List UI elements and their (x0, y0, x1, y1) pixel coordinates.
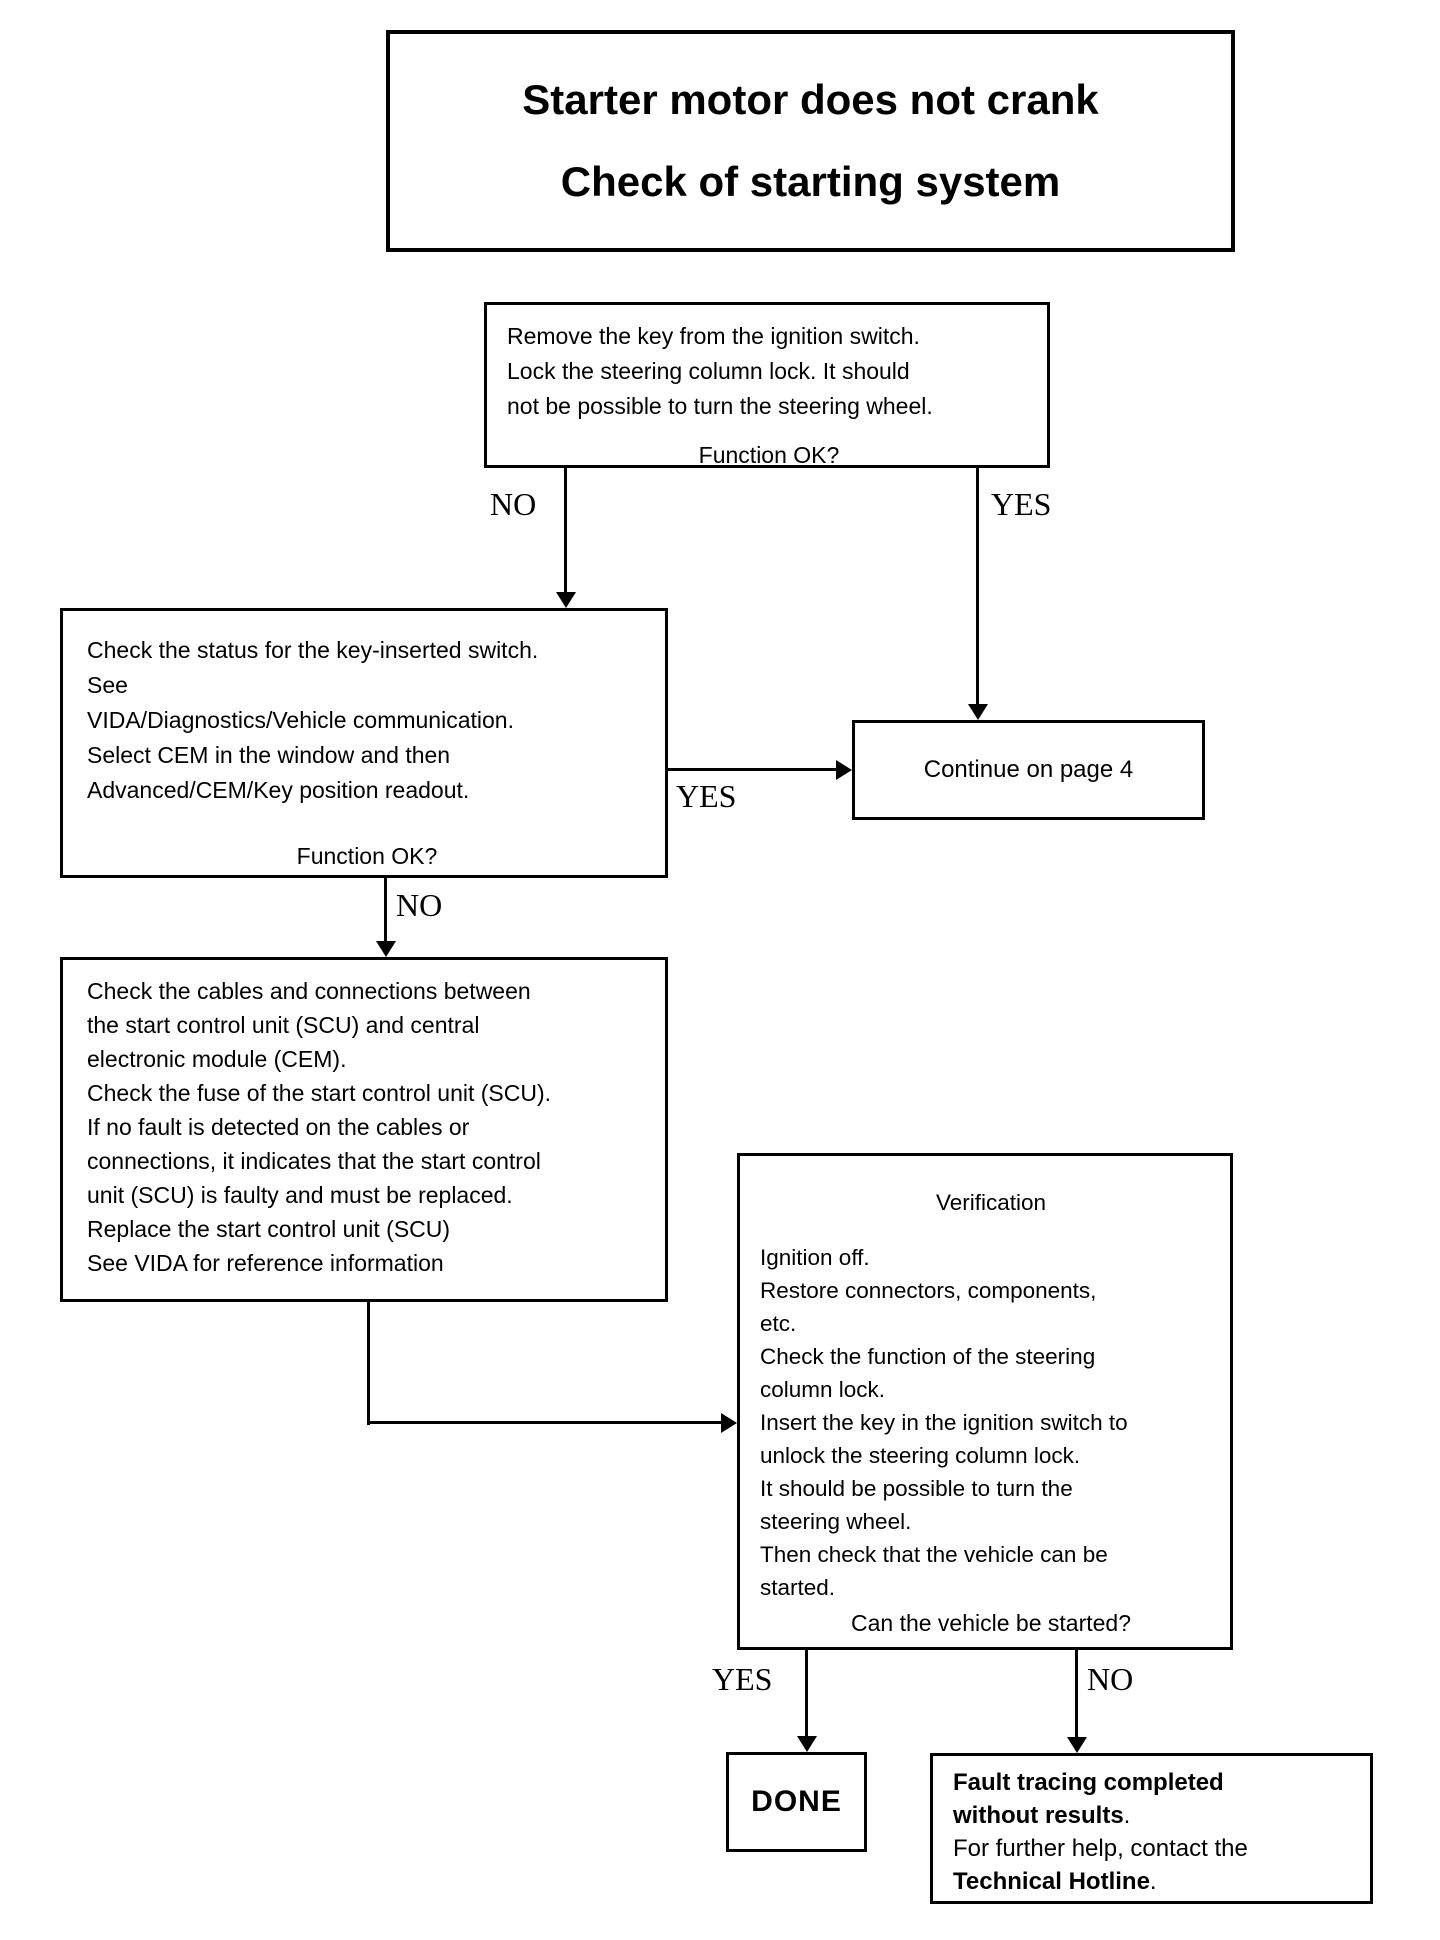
title-line-2: Check of starting system (560, 158, 1061, 205)
text-line: unlock the steering column lock. (760, 1443, 1081, 1468)
step-check-cables-box: Check the cables and connections between… (60, 957, 668, 1302)
connector-elbow-horizontal-line (367, 1421, 729, 1424)
text-line: Then check that the vehicle can be (760, 1542, 1108, 1567)
decision-question: Function OK? (698, 442, 840, 468)
connector-no-2-line (384, 878, 387, 949)
text-line: not be possible to turn the steering whe… (507, 393, 933, 419)
text-line: Remove the key from the ignition switch. (507, 323, 920, 349)
text-line: Advanced/CEM/Key position readout. (87, 777, 470, 803)
continue-label: Continue on page 4 (923, 756, 1134, 783)
text-line: the start control unit (SCU) and central (87, 1012, 480, 1038)
arrowhead-down-no-2 (376, 941, 396, 957)
decision-question: Function OK? (296, 843, 438, 869)
edge-label-no-2: NO (396, 887, 443, 923)
done-label: DONE (751, 1785, 842, 1818)
arrowhead-down-no-1 (556, 592, 576, 608)
text-line: electronic module (CEM). (87, 1046, 347, 1072)
connector-no-3-line (1075, 1650, 1078, 1745)
edge-label-no-1: NO (490, 486, 537, 522)
fault-tracing-box: Fault tracing completed without results.… (930, 1753, 1373, 1904)
text-line: Lock the steering column lock. It should (507, 358, 910, 384)
connector-elbow-vertical-line (367, 1302, 370, 1425)
text-line: Check the status for the key-inserted sw… (87, 637, 539, 663)
text-line: Select CEM in the window and then (87, 742, 451, 768)
connector-no-1-line (564, 468, 567, 600)
edge-label-yes-1: YES (991, 486, 1052, 522)
text-line: Insert the key in the ignition switch to (760, 1410, 1128, 1435)
text-line: Check the fuse of the start control unit… (87, 1080, 552, 1106)
fault-line-2-tail: . (1123, 1802, 1131, 1829)
fault-line-3: For further help, contact the (953, 1835, 1248, 1862)
arrowhead-right-elbow (721, 1413, 737, 1433)
done-box: DONE (726, 1752, 867, 1852)
continue-page4-box: Continue on page 4 (852, 720, 1205, 820)
text-line: VIDA/Diagnostics/Vehicle communication. (87, 707, 514, 733)
fault-line-4-tail: . (1149, 1868, 1157, 1895)
text-line: Replace the start control unit (SCU) (87, 1216, 451, 1242)
text-line: Ignition off. (760, 1245, 870, 1270)
text-line: column lock. (760, 1377, 886, 1402)
connector-yes-2-line (668, 768, 844, 771)
arrowhead-down-no-3 (1067, 1737, 1087, 1753)
text-line: etc. (760, 1311, 797, 1336)
text-line: steering wheel. (760, 1509, 912, 1534)
edge-label-yes-3: YES (712, 1661, 773, 1697)
step-key-inserted-box: Check the status for the key-inserted sw… (60, 608, 668, 878)
fault-line-2: without results (953, 1802, 1124, 1829)
verification-text: Ignition off. Restore connectors, compon… (760, 1241, 1222, 1604)
text-line: Check the function of the steering (760, 1344, 1096, 1369)
title-line-1: Starter motor does not crank (522, 76, 1099, 123)
connector-yes-3-line (805, 1650, 808, 1744)
edge-label-no-3: NO (1087, 1661, 1134, 1697)
title-box: Starter motor does not crank Check of st… (386, 30, 1235, 252)
text-line: If no fault is detected on the cables or (87, 1114, 470, 1140)
text-line: See (87, 672, 128, 698)
arrowhead-down-yes-1 (968, 704, 988, 720)
verification-box: Verification Ignition off. Restore conne… (737, 1153, 1233, 1650)
arrowhead-right-yes-2 (836, 760, 852, 780)
text-line: unit (SCU) is faulty and must be replace… (87, 1182, 513, 1208)
text-line: Check the cables and connections between (87, 978, 531, 1004)
verification-heading: Verification (935, 1190, 1047, 1215)
fault-line-4: Technical Hotline (953, 1868, 1150, 1895)
fault-line-1: Fault tracing completed (953, 1769, 1224, 1796)
arrowhead-down-yes-3 (797, 1736, 817, 1752)
text-line: It should be possible to turn the (760, 1476, 1073, 1501)
text-line: started. (760, 1575, 836, 1600)
step-remove-key-box: Remove the key from the ignition switch.… (484, 302, 1050, 468)
text-line: Restore connectors, components, (760, 1278, 1097, 1303)
connector-yes-1-line (976, 468, 979, 712)
text-line: connections, it indicates that the start… (87, 1148, 541, 1174)
edge-label-yes-2: YES (676, 778, 737, 814)
decision-question: Can the vehicle be started? (850, 1610, 1131, 1636)
text-line: See VIDA for reference information (87, 1250, 444, 1276)
